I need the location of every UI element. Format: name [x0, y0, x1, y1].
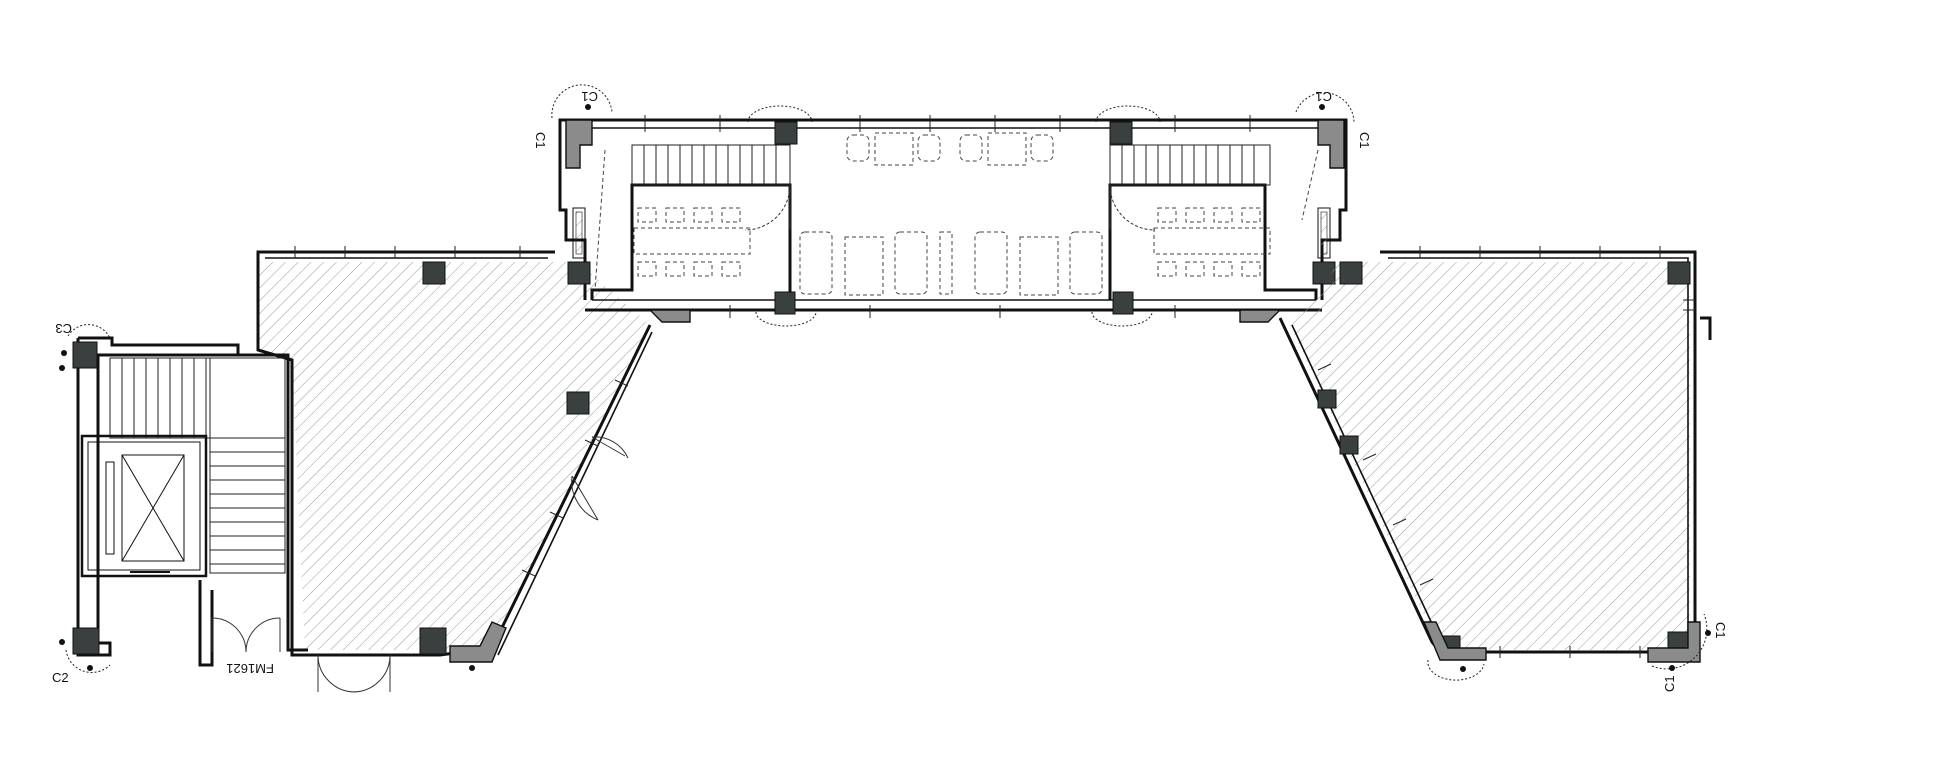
column-tags: C1 C1 C1 C1 C3 C2 C1 C1	[52, 89, 1728, 692]
central-right-stair	[1109, 144, 1271, 186]
column-tag: C3	[55, 321, 72, 336]
column-tag: C1	[533, 132, 548, 149]
upper-stair-treads	[109, 357, 211, 439]
elevator-shaft	[80, 434, 208, 578]
column	[567, 261, 591, 285]
left-wing-bottom-door	[317, 654, 391, 693]
column	[1317, 389, 1337, 409]
right-wing	[1278, 246, 1712, 681]
corner-column	[449, 621, 507, 663]
left-room-furniture	[633, 207, 751, 277]
right-room-furniture	[1153, 207, 1271, 277]
core-exit-door	[211, 617, 281, 653]
door-tag: FM1621	[226, 661, 274, 676]
column-tag: C1	[581, 89, 598, 104]
corner-column	[1317, 119, 1345, 169]
column	[1109, 121, 1133, 145]
column-tag: C2	[52, 670, 69, 685]
column	[774, 121, 798, 145]
core-top-column	[59, 324, 111, 371]
left-wing-side-door	[571, 436, 629, 521]
corridor-furniture	[799, 132, 1103, 296]
column	[566, 391, 590, 415]
right-wing-wall	[1278, 250, 1697, 654]
column	[419, 627, 447, 655]
corner-column	[1422, 621, 1487, 661]
core-wall	[76, 338, 308, 657]
column-tag: C1	[1357, 132, 1372, 149]
column-tag: C1	[1713, 622, 1728, 639]
column	[774, 291, 796, 315]
central-block	[551, 84, 1355, 327]
left-wing-hatched-floor	[258, 262, 650, 650]
central-left-stair	[631, 144, 791, 186]
corner-column	[565, 119, 593, 169]
core-bottom-column	[59, 627, 111, 673]
corner-column	[1647, 621, 1701, 663]
column	[1339, 261, 1363, 285]
column	[1667, 261, 1691, 285]
column	[422, 261, 446, 285]
column	[1112, 291, 1134, 315]
column-tag: C1	[1662, 675, 1677, 692]
left-wing	[256, 246, 653, 693]
column	[1339, 435, 1359, 455]
side-stair-treads	[209, 357, 286, 574]
stair-elevator-core	[59, 324, 308, 673]
right-wing-hatched-floor	[1290, 262, 1690, 650]
column-tag: C1	[1315, 89, 1332, 104]
